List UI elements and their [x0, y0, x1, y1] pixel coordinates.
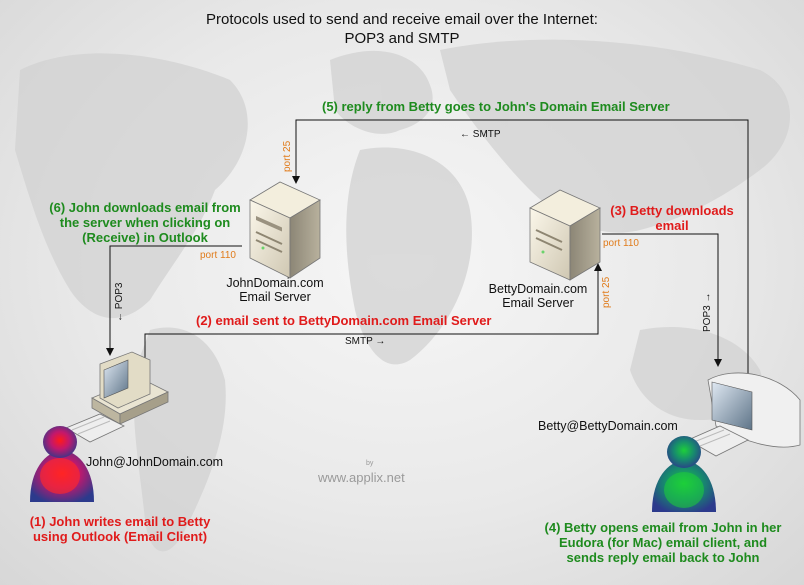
step6-line3: (Receive) in Outlook — [82, 230, 208, 245]
betty-pop3-line — [602, 233, 722, 367]
step1-line2: using Outlook (Email Client) — [32, 529, 208, 544]
betty-port110-label: port 110 — [603, 238, 639, 249]
send-smtp-line — [144, 263, 602, 370]
betty-server-type: Email Server — [502, 296, 574, 310]
john-user-icon — [30, 426, 94, 502]
step3-line1: (3) Betty downloads — [610, 203, 734, 218]
step4-line1: (4) Betty opens email from John in her — [544, 520, 782, 535]
john-email-address: John@JohnDomain.com — [86, 455, 224, 469]
step2-label: (2) email sent to BettyDomain.com Email … — [196, 313, 492, 328]
diagram-title-line2: POP3 and SMTP — [344, 30, 460, 47]
betty-server-caption: BettyDomain.com Email Server — [478, 282, 598, 310]
john-pop3-line — [106, 245, 242, 356]
step5-label: (5) reply from Betty goes to John's Doma… — [322, 99, 670, 114]
john-server-name: JohnDomain.com — [226, 276, 324, 290]
john-server-caption: JohnDomain.com Email Server — [215, 276, 335, 304]
reply-smtp-line — [292, 119, 749, 378]
betty-server-icon — [529, 189, 601, 281]
watermark-by: by — [366, 460, 374, 467]
john-computer-icon — [65, 351, 169, 443]
step1-label: (1) John writes email to Betty using Out… — [0, 514, 240, 544]
betty-server-name: BettyDomain.com — [488, 282, 588, 296]
world-map-background — [15, 39, 790, 552]
john-port25-label: port 25 — [282, 140, 293, 172]
betty-computer-icon — [687, 372, 801, 457]
pop3-right-label: POP3 → — [702, 292, 713, 332]
smtp-bottom-label: SMTP → — [345, 336, 386, 347]
step1-line1: (1) John writes email to Betty — [29, 514, 211, 529]
smtp-top-label: ← SMTP — [460, 129, 501, 140]
connector-lines — [106, 119, 749, 378]
john-server-type: Email Server — [239, 290, 311, 304]
step3-line2: email — [655, 218, 689, 233]
pop3-left-label: ← POP3 — [114, 282, 125, 322]
betty-port25-label: port 25 — [601, 276, 612, 308]
step4-label: (4) Betty opens email from John in her E… — [528, 520, 798, 565]
diagram-title-line1: Protocols used to send and receive email… — [206, 11, 598, 28]
step4-line2: Eudora (for Mac) email client, and — [558, 535, 768, 550]
step3-label: (3) Betty downloads email — [602, 203, 742, 233]
betty-email-address: Betty@BettyDomain.com — [538, 419, 678, 433]
step6-line1: (6) John downloads email from — [49, 200, 241, 215]
step6-line2: the server when clicking on — [59, 215, 231, 230]
watermark-site: www.applix.net — [318, 470, 405, 485]
betty-user-icon — [652, 436, 716, 512]
john-port110-label: port 110 — [200, 250, 236, 261]
john-server-icon — [249, 181, 321, 279]
step4-line3: sends reply email back to John — [566, 550, 760, 565]
step6-label: (6) John downloads email from the server… — [40, 200, 250, 245]
